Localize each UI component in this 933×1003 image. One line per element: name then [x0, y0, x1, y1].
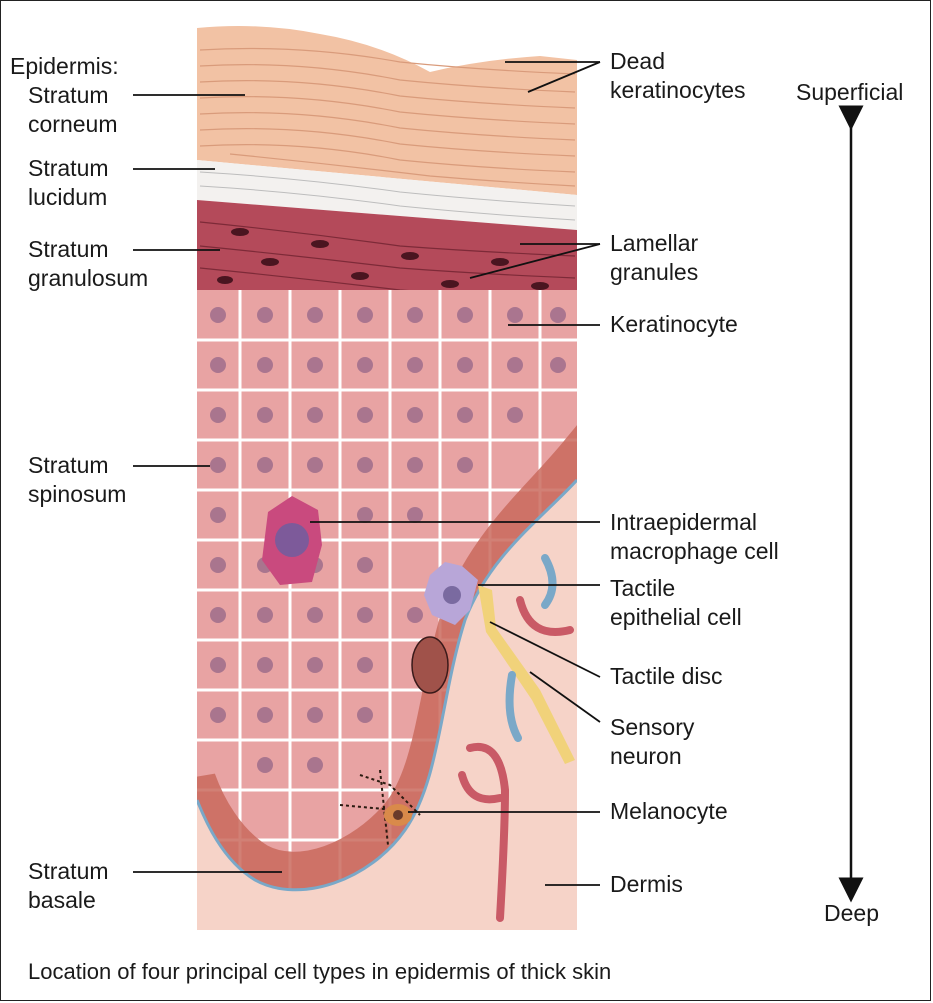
label-dead-keratinocytes-line1: Dead [610, 47, 665, 76]
figure-caption: Location of four principal cell types in… [28, 958, 611, 986]
label-keratinocyte: Keratinocyte [610, 310, 738, 339]
label-stratum-corneum-line2: corneum [28, 110, 117, 139]
label-tactile-disc: Tactile disc [610, 662, 722, 691]
label-melanocyte: Melanocyte [610, 797, 728, 826]
label-macrophage-line1: Intraepidermal [610, 508, 757, 537]
label-sensory-neuron-line2: neuron [610, 742, 682, 771]
label-lamellar-granules-line2: granules [610, 258, 698, 287]
label-tactile-cell-line1: Tactile [610, 574, 675, 603]
label-epidermis: Epidermis: [10, 52, 119, 81]
label-stratum-spinosum-line2: spinosum [28, 480, 126, 509]
dividing-cell [412, 637, 448, 693]
label-deep: Deep [824, 899, 879, 928]
label-dead-keratinocytes-line2: keratinocytes [610, 76, 746, 105]
label-stratum-basale-line2: basale [28, 886, 96, 915]
label-stratum-lucidum-line2: lucidum [28, 183, 107, 212]
label-stratum-corneum-line1: Stratum [28, 81, 109, 110]
label-tactile-cell-line2: epithelial cell [610, 603, 742, 632]
label-stratum-granulosum-line1: Stratum [28, 235, 109, 264]
label-dermis: Dermis [610, 870, 683, 899]
label-stratum-lucidum-line1: Stratum [28, 154, 109, 183]
label-sensory-neuron-line1: Sensory [610, 713, 694, 742]
label-stratum-spinosum-line1: Stratum [28, 451, 109, 480]
label-lamellar-granules-line1: Lamellar [610, 229, 698, 258]
label-macrophage-line2: macrophage cell [610, 537, 779, 566]
label-superficial: Superficial [796, 78, 903, 107]
label-stratum-granulosum-line2: granulosum [28, 264, 148, 293]
label-stratum-basale-line1: Stratum [28, 857, 109, 886]
